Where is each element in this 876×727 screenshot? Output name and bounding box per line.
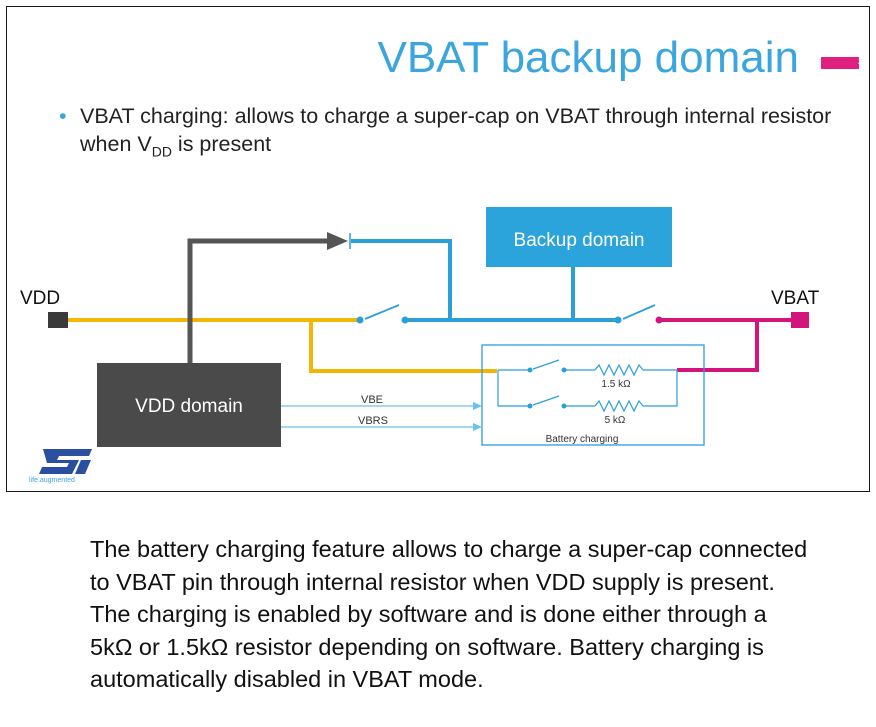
page-number: 35: [857, 56, 870, 68]
arrow-head-icon: [327, 232, 348, 250]
bullet-point: • VBAT charging: allows to charge a supe…: [59, 102, 843, 165]
speaker-notes: The battery charging feature allows to c…: [90, 536, 808, 692]
vdd-branch-line: [309, 320, 497, 373]
vbat-label: VBAT: [771, 288, 820, 309]
charge-wire: [497, 370, 528, 407]
backup-domain-box: [486, 207, 672, 267]
resistor-5k-icon: [594, 399, 644, 413]
battery-charging-box: [481, 344, 705, 446]
charge-switch-1: [532, 359, 560, 370]
bullet-dot-icon: •: [59, 104, 67, 128]
title-accent-bar: [821, 57, 859, 69]
arrow-head-icon: [473, 423, 482, 431]
charge-switch-2: [532, 395, 560, 406]
vdd-domain-box: [97, 363, 281, 447]
bullet-text-end: is present: [171, 132, 272, 156]
vbe-label: VBE: [361, 394, 383, 406]
resistor-1.5k-icon: [594, 363, 644, 377]
bullet-subscript: DD: [151, 143, 172, 160]
vbat-circuit-diagram: Backup domain VDD domain VBE VBRS Batter…: [20, 207, 820, 447]
vbat-pin: [791, 312, 809, 328]
logo-tagline: life.augmented: [29, 477, 75, 484]
backup-domain-label: Backup domain: [514, 230, 645, 251]
vdd-pin: [48, 312, 68, 328]
switch-node: [614, 316, 622, 324]
vbat-switch: [622, 304, 656, 320]
power-switch: [364, 304, 400, 320]
charge-wire: [643, 370, 678, 407]
slide-title: VBAT backup domain: [377, 33, 799, 82]
vdd-label: VDD: [20, 288, 60, 309]
vdd-domain-label: VDD domain: [135, 396, 243, 417]
vdd-control-arrow: [187, 238, 331, 363]
switch-node: [527, 403, 533, 409]
bullet-text: VBAT charging: allows to charge a super-…: [80, 104, 832, 156]
slide: VBAT backup domain 35 • VBAT charging: a…: [6, 6, 870, 492]
resistor-1.5k-label: 1.5 kΩ: [601, 379, 631, 390]
switch-node: [527, 367, 533, 373]
vbrs-label: VBRS: [358, 415, 388, 427]
resistor-5k-label: 5 kΩ: [605, 415, 626, 426]
battery-charging-label: Battery charging: [546, 434, 619, 445]
switch-node: [356, 316, 364, 324]
backup-control-line: [351, 239, 452, 320]
st-logo-icon: [39, 449, 92, 474]
arrow-head-icon: [473, 402, 482, 410]
